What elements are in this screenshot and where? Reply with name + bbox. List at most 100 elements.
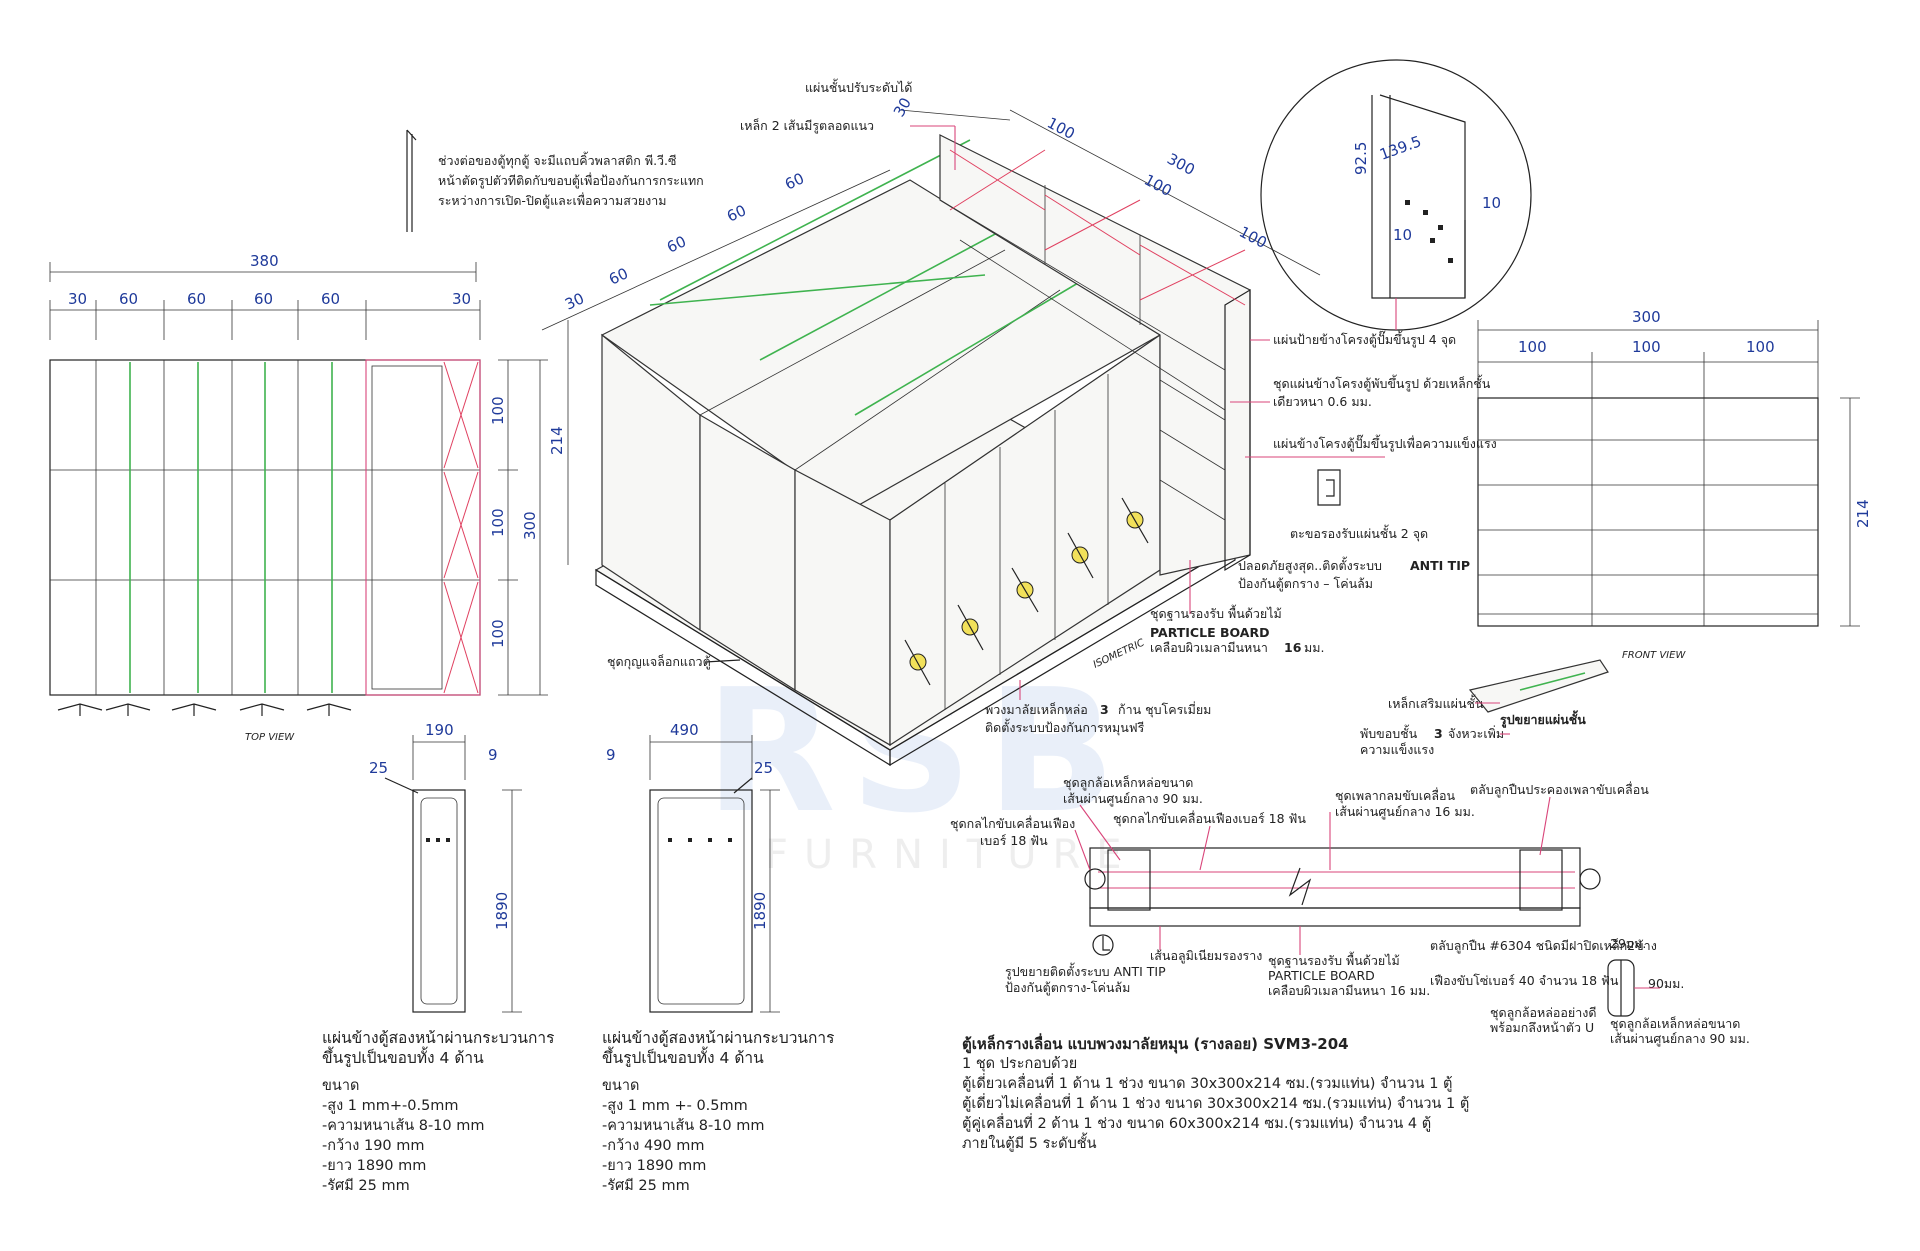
note-bearing-6304: ตลับลูกปืน #6304 ชนิดมีฝาปิดเหล็ก2ข้าง [1430, 938, 1657, 954]
product-line-1: 1 ชุด ประกอบด้วย [962, 1056, 1078, 1072]
dim-top-right-total: 300 [521, 511, 539, 540]
note-steel-rail: เหล็ก 2 เส้นมีรูตลอดแนว [740, 118, 874, 134]
product-spec-block: ตู้เหล็กรางเลื่อน แบบพวงมาลัยหมุน (รางลอ… [962, 1034, 1469, 1154]
product-line-5: ภายในตู้มี 5 ระดับชั้น [962, 1136, 1097, 1152]
side-large-title-1: แผ่นข้างตู้สองหน้าผ่านกระบวนการ [602, 1029, 835, 1047]
product-title: ตู้เหล็กรางเลื่อน แบบพวงมาลัยหมุน (รางลอ… [962, 1035, 1349, 1053]
dim-large-width: 490 [670, 721, 699, 739]
side-panel-small: 190 25 9 1890 [369, 721, 522, 1013]
side-small-spec-4: -ยาว 1890 mm [322, 1158, 427, 1174]
note-gap-trim-2: หน้าตัดรูปตัวทีติดกับขอบตู้เพื่อป้องกันก… [438, 172, 704, 189]
top-view-handwheels [57, 703, 352, 716]
iso-cabinets [600, 139, 1162, 747]
dim-front-height: 214 [1854, 499, 1872, 528]
dim-iso-top-3: 300 [1164, 150, 1198, 179]
note-anti-tip-1: ปลอดภัยสูงสุด..ติดตั้งระบบ [1238, 556, 1382, 574]
dim-iso-5: 60 [782, 169, 807, 193]
dim-front-3: 100 [1746, 338, 1775, 356]
dim-detail-3: 10 [1482, 194, 1501, 212]
note-base-1: ชุดฐานรองรับ พื้นด้วยไม้ [1150, 604, 1282, 622]
note-base-3: เคลือบผิวเมลามีนหนา [1150, 640, 1268, 655]
note-cast-wheel-1: ชุดลูกล้อเหล็กหล่อขนาด [1063, 775, 1193, 791]
note-rail-base-3: เคลือบผิวเมลามีนหนา 16 มม. [1268, 983, 1430, 998]
dim-front-2: 100 [1632, 338, 1661, 356]
note-base-num: 16 [1284, 640, 1302, 655]
dim-iso-2: 60 [606, 264, 631, 288]
note-rail-anti-tip-1: รูปขยายติดตั้งระบบ ANTI TIP [1005, 962, 1166, 980]
dim-detail-1: 139.5 [1377, 132, 1424, 164]
note-side-panel-2: เดียวหนา 0.6 มม. [1273, 394, 1372, 409]
dim-small-radius: 25 [369, 759, 388, 777]
note-u-wheel-1: ชุดลูกล้อหล่ออย่างดี [1490, 1005, 1596, 1021]
dim-top-seg-6: 30 [452, 290, 471, 308]
product-line-3: ตู้เดี่ยวไม่เคลื่อนที่ 1 ด้าน 1 ช่วง ขนา… [962, 1096, 1470, 1112]
dim-top-seg-2: 60 [119, 290, 138, 308]
note-wheel-1: พวงมาลัยเหล็กหล่อ [985, 702, 1088, 717]
note-drive-gear-3: ชุดกลไกขับเคลื่อนเฟืองเบอร์ 18 ฟัน [1113, 810, 1306, 827]
dim-top-seg-1: 30 [68, 290, 87, 308]
note-cast-wheel-b1: ชุดลูกล้อเหล็กหล่อขนาด [1610, 1016, 1740, 1032]
note-shelf-fold-1: พับขอบชั้น [1360, 724, 1418, 741]
product-line-2: ตู้เดี่ยวเคลื่อนที่ 1 ด้าน 1 ช่วง ขนาด 3… [962, 1076, 1453, 1092]
dim-top-total: 380 [250, 252, 279, 270]
note-drive-gear-1: ชุดกลไกขับเคลื่อนเฟือง [950, 815, 1075, 832]
dim-small-flange: 9 [488, 746, 498, 764]
watermark-word: FURNITURE [765, 832, 1138, 878]
side-large-spec-4: -ยาว 1890 mm [602, 1158, 707, 1174]
dim-iso-top-2: 100 [1044, 114, 1078, 143]
detail-circle: 139.5 92.5 10 10 [1260, 59, 1532, 331]
dim-top-seg-4: 60 [254, 290, 273, 308]
note-gap-trim-1: ช่วงต่อของตู้ทุกตู้ จะมีแถบคิ้วพลาสติก พ… [438, 151, 677, 169]
top-view-dims: 380 30 60 60 60 60 30 100 100 100 [49, 252, 548, 696]
note-side-panel-1: ชุดแผ่นข้างโครงตู้พับขึ้นรูป ด้วยเหล็กชั… [1273, 374, 1491, 392]
side-small-spec-2: -ความหนาเส้น 8-10 mm [322, 1118, 485, 1134]
note-lock: ชุดกุญแจล็อกแถวตู้ [607, 654, 711, 670]
side-large-spec-head: ขนาด [602, 1078, 640, 1094]
side-large-spec-5: -รัศมี 25 mm [602, 1178, 690, 1194]
side-small-spec-1: -สูง 1 mm+-0.5mm [322, 1098, 459, 1114]
side-small-title-2: ขึ้นรูปเป็นขอบทั้ง 4 ด้าน [322, 1049, 484, 1067]
dim-detail-4: 10 [1393, 226, 1412, 244]
front-view-caption: FRONT VIEW [1622, 650, 1686, 661]
note-cast-wheel-b2: เส้นผ่านศูนย์กลาง 90 มม. [1610, 1031, 1750, 1047]
shelf-hook-icon [1317, 469, 1341, 506]
dim-iso-1: 30 [562, 289, 587, 313]
note-rail-anti-tip-2: ป้องกันตู้ตกราง-โค่นล้ม [1005, 980, 1130, 996]
dim-large-height: 1890 [751, 892, 769, 930]
note-shelf-fold-3: ความแข็งแรง [1360, 742, 1434, 757]
side-large-spec-2: -ความหนาเส้น 8-10 mm [602, 1118, 765, 1134]
note-drive-gear-2: เบอร์ 18 ฟัน [980, 833, 1048, 848]
side-small-spec-block: แผ่นข้างตู้สองหน้าผ่านกระบวนการ ขึ้นรูปเ… [322, 1028, 554, 1196]
side-small-title-1: แผ่นข้างตู้สองหน้าผ่านกระบวนการ [322, 1029, 555, 1047]
note-base-2: PARTICLE BOARD [1150, 625, 1269, 640]
dim-top-seg-5: 60 [321, 290, 340, 308]
note-wheel-num: 3 [1100, 702, 1109, 717]
tee-trim-profile [406, 129, 417, 232]
note-shaft-1: ชุดเพลากลมขับเคลื่อน [1335, 787, 1456, 804]
top-view: 380 30 60 60 60 60 30 100 100 100 [49, 252, 548, 743]
side-small-spec-head: ขนาด [322, 1078, 360, 1094]
side-panel-large: 490 9 25 1890 [606, 721, 780, 1013]
dim-iso-height: 214 [548, 426, 566, 455]
rail-notes: ชุดลูกล้อเหล็กหล่อขนาด เส้นผ่านศูนย์กลาง… [950, 775, 1750, 1047]
dim-top-right-1: 100 [489, 396, 507, 425]
rail-section: ชุดลูกล้อเหล็กหล่อขนาด เส้นผ่านศูนย์กลาง… [950, 775, 1750, 1047]
shelf-detail-title: รูปขยายแผ่นชั้น [1500, 710, 1586, 728]
note-wheel-2: ก้าน ชุบโครเมี่ยม [1118, 701, 1211, 718]
isometric-view: 30 60 60 60 60 214 30 100 300 100 100 [406, 78, 1497, 767]
dim-iso-4: 60 [724, 201, 749, 225]
u-wheel-icon [1607, 959, 1660, 1017]
note-anti-tip-2: ป้องกันตู้ตกราง – โค่นล้ม [1238, 576, 1373, 592]
dim-front-1: 100 [1518, 338, 1547, 356]
note-shelf-fold-num: 3 [1434, 726, 1443, 741]
note-al-rail: เส้นอลูมิเนียมรองราง [1150, 948, 1262, 964]
note-bearing: ตลับลูกปืนประคองเพลาขับเคลื่อน [1470, 781, 1649, 798]
anti-tip-hook-icon [1092, 934, 1114, 956]
front-view: 300 100 100 100 214 FRONT VIEW [1477, 308, 1872, 661]
side-small-spec-3: -กว้าง 190 mm [322, 1138, 425, 1154]
iso-handwheels [904, 497, 1149, 686]
note-dim-90: 90มม. [1648, 976, 1684, 991]
product-line-4: ตู้คู่เคลื่อนที่ 2 ด้าน 1 ช่วง ขนาด 60x3… [962, 1116, 1432, 1132]
note-shelf-fold-2: จังหวะเพิ่ม [1448, 725, 1504, 741]
note-rail-base-2: PARTICLE BOARD [1268, 968, 1375, 983]
